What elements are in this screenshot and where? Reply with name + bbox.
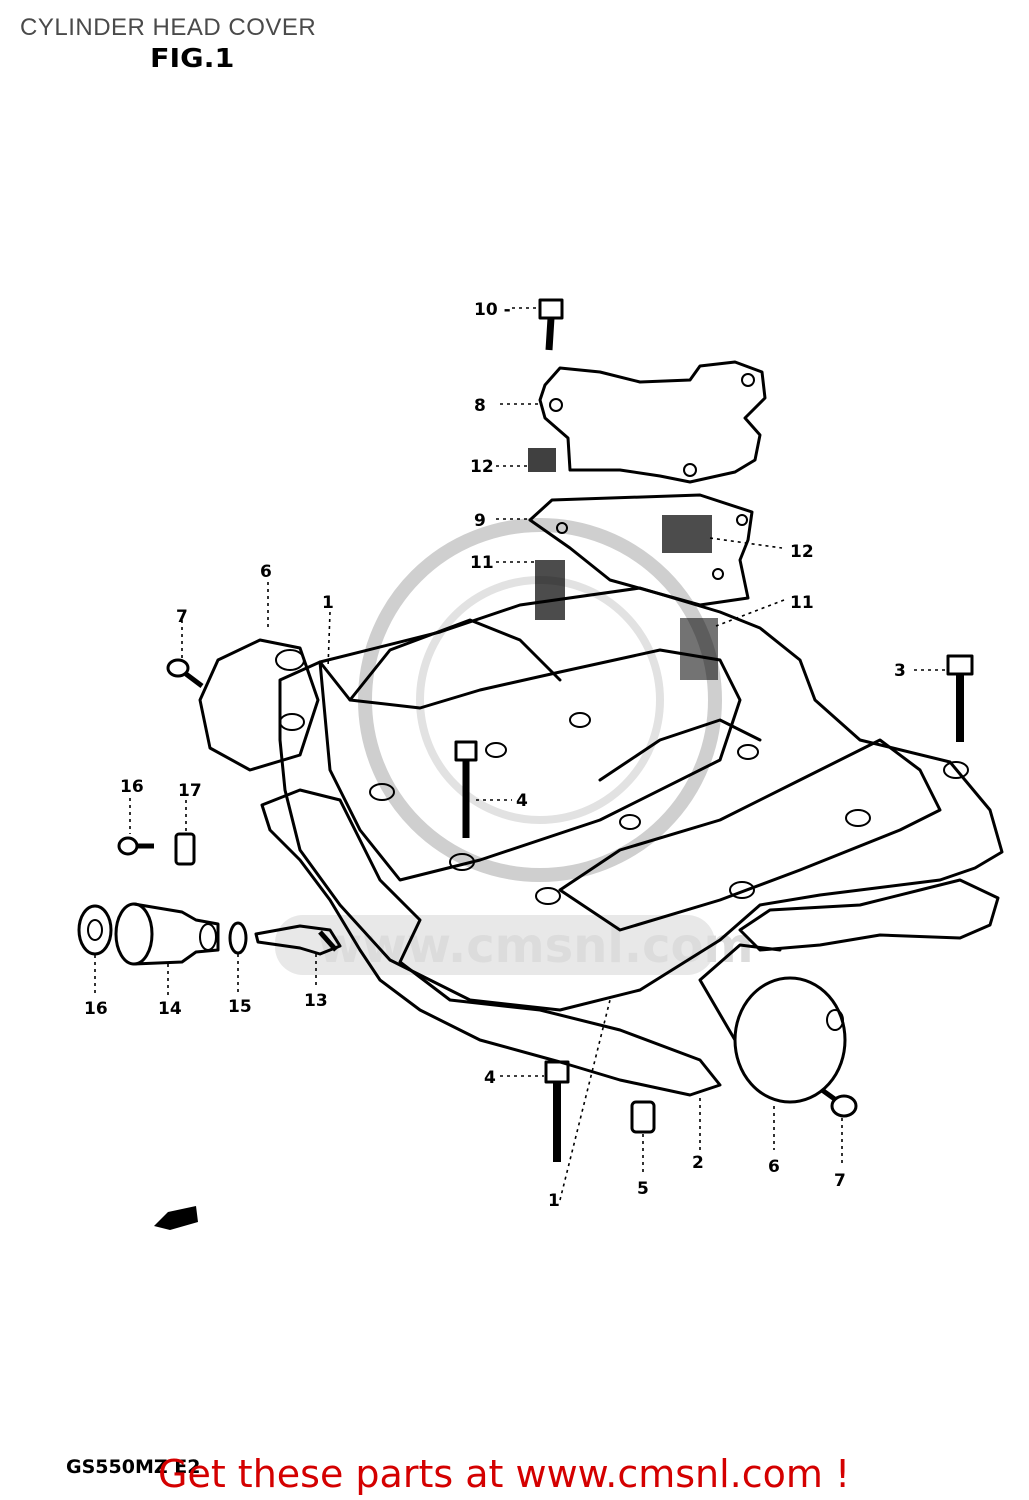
o-ring-15	[228, 921, 248, 955]
callout-9: 9	[474, 511, 486, 531]
callout-11-left: 11	[470, 553, 494, 573]
callout-13: 13	[304, 991, 328, 1011]
head-cover-1	[278, 586, 1004, 1012]
watermark-ring	[358, 518, 722, 882]
page-title: CYLINDER HEAD COVER	[20, 14, 317, 41]
clip-17	[174, 832, 196, 866]
tacho-gear-13	[254, 924, 342, 956]
callout-1-bottom: 1	[548, 1191, 560, 1211]
bolt-4-lower	[544, 1060, 570, 1162]
watermark-text: www.cmsnl.com	[318, 918, 754, 974]
callout-11-right: 11	[790, 593, 814, 613]
front-arrow-icon	[154, 1206, 198, 1230]
callout-7-right: 7	[834, 1171, 846, 1191]
dowel-pin-5	[630, 1100, 656, 1134]
callouts: 10 - 8 12 9 12 11 11 6 1 7 3 16 17 4 16 …	[84, 300, 906, 1211]
callout-16-seal: 16	[84, 999, 108, 1019]
callout-6-bottom: 6	[768, 1157, 780, 1177]
callout-12-left: 12	[470, 457, 494, 477]
callout-4-upper: 4	[516, 791, 528, 811]
callout-7-left: 7	[176, 607, 188, 627]
oil-seal-16	[77, 904, 113, 956]
breather-cover-8	[538, 360, 767, 484]
callout-16-small: 16	[120, 777, 144, 797]
watermark-banner	[275, 915, 715, 975]
damper-12-right	[662, 515, 712, 553]
figure-label: FIG.1	[150, 44, 235, 74]
screw-7-left	[166, 658, 204, 688]
damper-11-left	[535, 560, 565, 620]
tacho-housing-14	[114, 902, 220, 966]
end-cap-6-right	[698, 943, 847, 1104]
leader-lines	[94, 307, 946, 1201]
end-cap-6-left	[198, 638, 320, 772]
callout-15: 15	[228, 997, 252, 1017]
cover-bosses	[279, 712, 969, 905]
bolt-4-upper	[454, 740, 478, 838]
callout-4-lower: 4	[484, 1068, 496, 1088]
damper-12-left	[528, 448, 556, 472]
model-code: GS550MZ E2	[66, 1456, 201, 1478]
bolt-3	[946, 654, 974, 742]
callout-2: 2	[692, 1153, 704, 1173]
cover-gasket-2	[260, 788, 1000, 1097]
gasket-9	[528, 493, 754, 607]
callout-8: 8	[474, 396, 486, 416]
callout-17: 17	[178, 781, 202, 801]
watermark: www.cmsnl.com	[275, 518, 754, 975]
callout-12-right: 12	[790, 542, 814, 562]
promo-link[interactable]: Get these parts at www.cmsnl.com !	[158, 1452, 851, 1496]
callout-5: 5	[637, 1179, 649, 1199]
bolt-10	[538, 298, 564, 351]
callout-6-top: 6	[260, 562, 272, 582]
screw-7-right	[820, 1087, 858, 1118]
callout-1-top: 1	[322, 593, 334, 613]
callout-3: 3	[894, 661, 906, 681]
screw-16-small	[117, 836, 154, 856]
callout-14: 14	[158, 999, 182, 1019]
damper-11-right	[680, 618, 718, 680]
callout-10: 10 -	[474, 300, 511, 320]
